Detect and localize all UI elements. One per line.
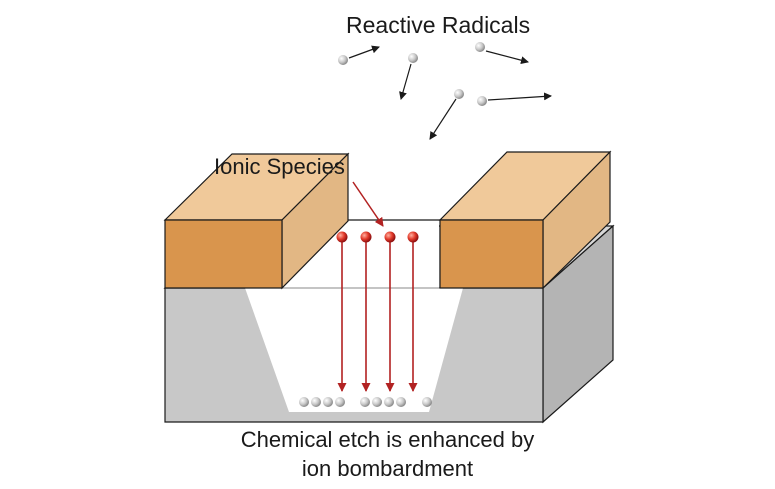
ion-beam — [336, 231, 419, 392]
left-mask-front-face — [164, 219, 283, 289]
adsorbed-radical — [311, 397, 321, 407]
adsorbed-radical — [396, 397, 406, 407]
adsorbed-radical — [384, 397, 394, 407]
radical-particle — [454, 89, 464, 99]
caption-line-1: Chemical etch is enhanced by — [240, 427, 535, 452]
reactive-radicals — [338, 42, 552, 140]
ion-particle — [407, 231, 419, 243]
radical-arrow — [485, 50, 529, 65]
radical-particle — [477, 96, 487, 106]
adsorbed-radical — [335, 397, 345, 407]
ion-particle — [336, 231, 348, 243]
ionic-species-pointer — [352, 181, 384, 227]
right-mask-block — [438, 150, 612, 290]
caption-line-2: ion bombardment — [301, 456, 474, 481]
right-mask-front-face — [439, 219, 544, 289]
ionic-species-label: Ionic Species — [214, 154, 345, 179]
adsorbed-radicals — [299, 397, 432, 407]
etched-trench — [245, 288, 463, 412]
reactive-radicals-label: Reactive Radicals — [346, 12, 531, 38]
radical-particle — [338, 55, 348, 65]
diagram-caption: Chemical etch is enhanced by ion bombard… — [0, 425, 775, 483]
radical-particle — [408, 53, 418, 63]
ion-particle — [384, 231, 396, 243]
adsorbed-radical — [360, 397, 370, 407]
adsorbed-radical — [299, 397, 309, 407]
radical-arrow — [399, 63, 412, 100]
adsorbed-radical — [372, 397, 382, 407]
adsorbed-radical — [323, 397, 333, 407]
left-mask-block — [163, 152, 350, 290]
radical-arrow — [487, 92, 552, 101]
radical-particle — [475, 42, 485, 52]
radical-arrow — [429, 98, 457, 140]
ion-particle — [360, 231, 372, 243]
radical-arrow — [348, 45, 380, 59]
adsorbed-radical — [422, 397, 432, 407]
